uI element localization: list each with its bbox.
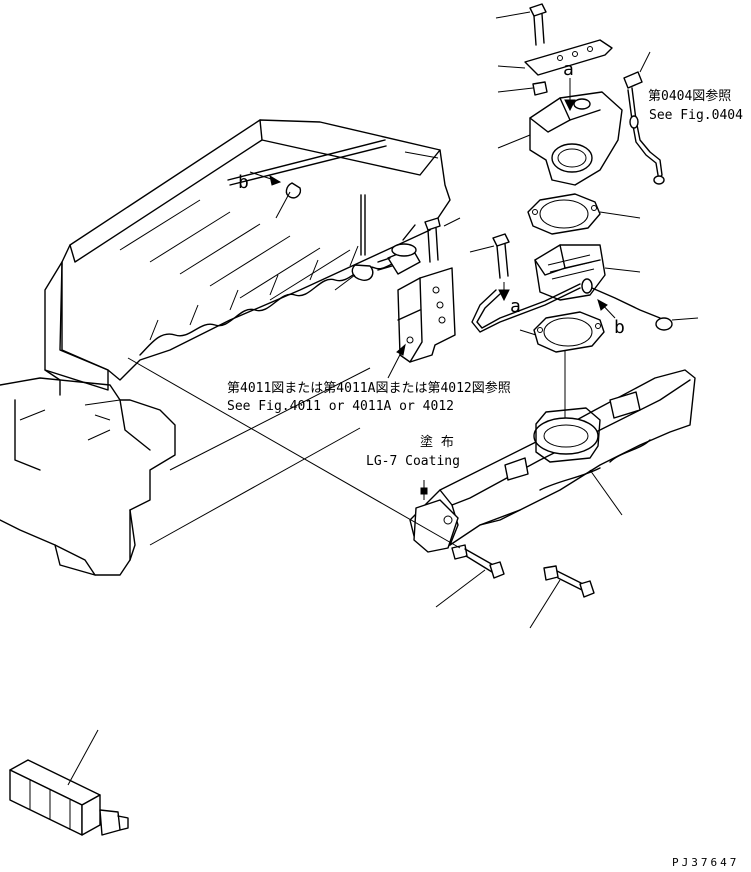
mark-a-mid: a [510,296,521,317]
ref-fig-0404-jp: 第0404図参照 [648,88,731,104]
coating-label-en: LG-7 Coating [366,454,460,469]
adapter-gasket-assembly [469,193,699,420]
sensor-bracket-assembly [377,217,461,379]
turbo-outlet-assembly [495,3,665,186]
mark-b-right: b [614,317,625,338]
mark-b-left: b [238,172,249,193]
injection-pipe-assembly [227,139,387,291]
exhaust-manifold [409,369,696,553]
ref-fig-0404-en: See Fig.0404 [649,108,743,123]
ref-fig-4011-jp: 第4011図または第4011A図または第4012図参照 [227,380,511,396]
engine-block [0,119,451,576]
mark-a-top: a [563,59,574,80]
drawing-number: PJ37647 [672,856,739,869]
ref-fig-4011-en: See Fig.4011 or 4011A or 4012 [227,399,454,414]
coating-label-jp: 塗 布 [420,434,454,450]
manifold-bolts [127,357,595,629]
service-tool [9,729,129,836]
